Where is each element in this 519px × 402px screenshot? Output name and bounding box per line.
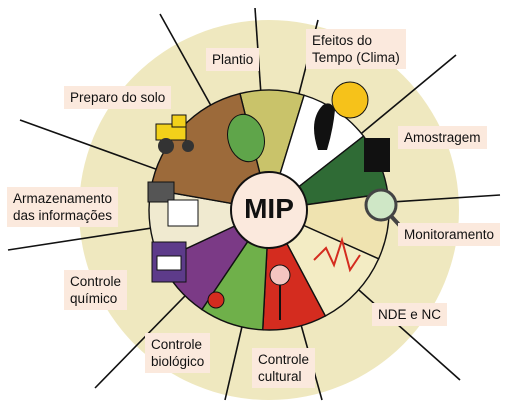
leaf-icon: [227, 113, 265, 163]
tractor-icon: [155, 114, 194, 154]
label-armazenamento: Armazenamento das informações: [7, 187, 119, 227]
bucket-icon: [364, 138, 390, 172]
ladybug-icon: [207, 291, 225, 309]
center-title: MIP: [244, 193, 294, 224]
label-nde-nc: NDE e NC: [372, 303, 448, 326]
label-amostragem: Amostragem: [398, 126, 487, 149]
label-monitoramento: Monitoramento: [398, 223, 501, 246]
label-plantio: Plantio: [206, 48, 260, 71]
label-preparo-do-solo: Preparo do solo: [64, 86, 172, 109]
pesticide-can-icon: [151, 241, 187, 283]
computer-icon: [147, 181, 199, 227]
flower-icon: [269, 264, 291, 320]
label-controle-quimico: Controle químico: [64, 270, 128, 310]
label-efeitos-do-tempo: Efeitos do Tempo (Clima): [306, 29, 406, 69]
label-controle-cultural: Controle cultural: [252, 348, 316, 388]
center-circle: [230, 171, 308, 249]
rooster-icon: [314, 103, 335, 150]
chart-icon: [313, 236, 361, 273]
label-controle-biologico: Controle biológico: [145, 333, 211, 373]
sun-icon: [331, 81, 369, 119]
magnifier-icon: [364, 188, 404, 230]
